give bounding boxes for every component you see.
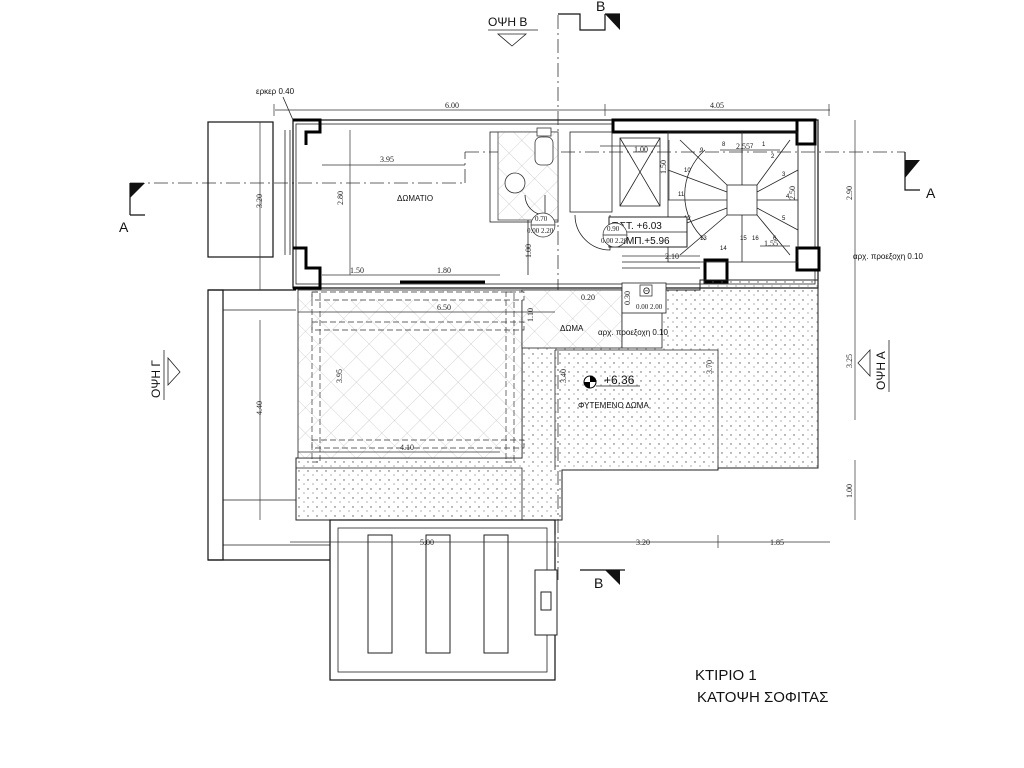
dim-110: 1.10	[526, 308, 535, 322]
stair-step-3: 3	[782, 172, 786, 178]
dim-290: 2.90	[845, 186, 854, 200]
dimension-labels: 6.00 4.05 3.95 1.00 2.55 1.50 2.50 1.55 …	[255, 101, 854, 547]
pergola-beams	[311, 291, 525, 463]
dim-100-right: 1.00	[845, 484, 854, 498]
stair-step-9: 9	[700, 148, 704, 154]
view-marker-g: ΟΨΗ Γ	[149, 350, 181, 400]
roof-label: ΔΩΜΑ	[560, 324, 584, 333]
view-label-b: ΟΨΗ Β	[488, 15, 527, 29]
stair-step-10: 10	[684, 168, 691, 174]
stair-step-6: 6	[773, 236, 777, 242]
dim-210: 2.10	[665, 252, 679, 261]
section-label-a-right: Α	[926, 185, 936, 201]
dim-370: 3.70	[705, 360, 714, 374]
stair-step-16: 16	[752, 236, 759, 242]
door-070-height: 0.00 2.20	[527, 227, 554, 235]
section-label-b-top: Β	[596, 0, 605, 14]
dim-395-b: 3.95	[335, 369, 344, 383]
dim-320: 3.20	[255, 194, 264, 208]
stair-step-14: 14	[720, 246, 727, 252]
stair-step-8: 8	[722, 142, 726, 148]
view-marker-b: ΟΨΗ Β	[488, 15, 538, 47]
section-label-b-bottom: Β	[594, 575, 603, 591]
theta-box: Θ 0.00 2.00	[621, 282, 667, 314]
roof-terrace-tiles	[297, 289, 523, 459]
section-marker-b-top: Β	[558, 0, 620, 31]
theta-label: Θ	[643, 286, 650, 296]
ts-level: Τ.ΣΤ. +6.03	[612, 221, 662, 232]
dim-155: 1.55	[764, 239, 778, 248]
dim-340: 3.40	[559, 369, 568, 383]
stmp-level: ΣΤ.ΜΠ.+5.96	[612, 236, 670, 247]
dim-180: 1.80	[437, 266, 451, 275]
dim-020: 0.20	[581, 293, 595, 302]
stair-step-4: 4	[786, 194, 790, 200]
stair-step-15: 15	[740, 236, 747, 242]
projection-note-right: αρχ. προεξοχη 0.10	[853, 252, 924, 261]
dim-250: 2.50	[788, 186, 797, 200]
dimension-lines	[259, 104, 856, 548]
dim-395: 3.95	[380, 155, 394, 164]
dim-bottom-500: 5.00	[420, 538, 434, 547]
door-tag-090: 0.90 0.00 2.20	[601, 222, 628, 248]
shaft	[619, 137, 661, 207]
dim-150-b: 1.50	[350, 266, 364, 275]
door-070-width: 0.70	[535, 215, 548, 223]
section-marker-a-right: Α	[904, 152, 936, 201]
roof-level-value: +6.36	[604, 373, 635, 387]
bathroom	[489, 127, 559, 223]
dim-bottom-185: 1.85	[770, 538, 784, 547]
projection-note-mid: αρχ. προεξοχη 0.10	[598, 328, 669, 337]
view-label-a: ΟΨΗ Α	[874, 351, 888, 390]
stair-step-5: 5	[782, 216, 786, 222]
bay-note: ερκερ 0.40	[256, 87, 295, 96]
dim-150: 1.50	[659, 160, 668, 174]
stair-step-13: 13	[700, 236, 707, 242]
stair-step-1: 1	[762, 142, 766, 148]
dim-030: 0.30	[623, 291, 632, 305]
stair-step-2: 2	[771, 154, 775, 160]
stair-step-12: 12	[684, 216, 691, 222]
dim-325: 3.25	[845, 354, 854, 368]
dim-100-top: 1.00	[634, 145, 648, 154]
room-label: ΔΩΜΑΤΙΟ	[397, 194, 433, 203]
dim-top-600: 6.00	[445, 101, 459, 110]
stair-step-7: 7	[750, 144, 754, 150]
dim-bottom-320: 3.20	[636, 538, 650, 547]
theta-height: 0.00 2.00	[636, 303, 663, 311]
drawing-title: ΚΤΙΡΙΟ 1	[695, 667, 757, 684]
section-marker-a-left: Α	[119, 183, 145, 235]
outer-outline	[207, 121, 330, 561]
section-marker-b-bottom: Β	[580, 569, 625, 591]
roof-level-marker: +6.36	[583, 373, 640, 389]
section-label-a-left: Α	[119, 219, 129, 235]
drawing-subtitle: ΚΑΤΟΨΗ ΣΟΦΙΤΑΣ	[697, 689, 828, 706]
dim-top-405: 4.05	[710, 101, 724, 110]
door-tag-070: 0.70 0.00 2.20	[527, 212, 556, 238]
stair-step-11: 11	[678, 192, 685, 198]
planted-roof-area	[295, 279, 819, 521]
dim-650: 6.50	[437, 303, 451, 312]
dim-280: 2.80	[336, 191, 345, 205]
planted-roof-label: ΦΥΤΕΜΕΝΟ ΔΩΜΑ	[578, 401, 649, 410]
dim-100-mid: 1.00	[524, 244, 533, 258]
view-label-g: ΟΨΗ Γ	[149, 360, 163, 398]
door-090-width: 0.90	[607, 225, 620, 233]
dim-255: 2.55	[736, 142, 750, 151]
view-marker-a: ΟΨΗ Α	[857, 340, 890, 392]
lower-structure	[329, 519, 558, 681]
door-090-height: 0.00 2.20	[601, 237, 628, 245]
dim-440: 4.40	[255, 401, 264, 415]
dim-410: 4.10	[400, 443, 414, 452]
